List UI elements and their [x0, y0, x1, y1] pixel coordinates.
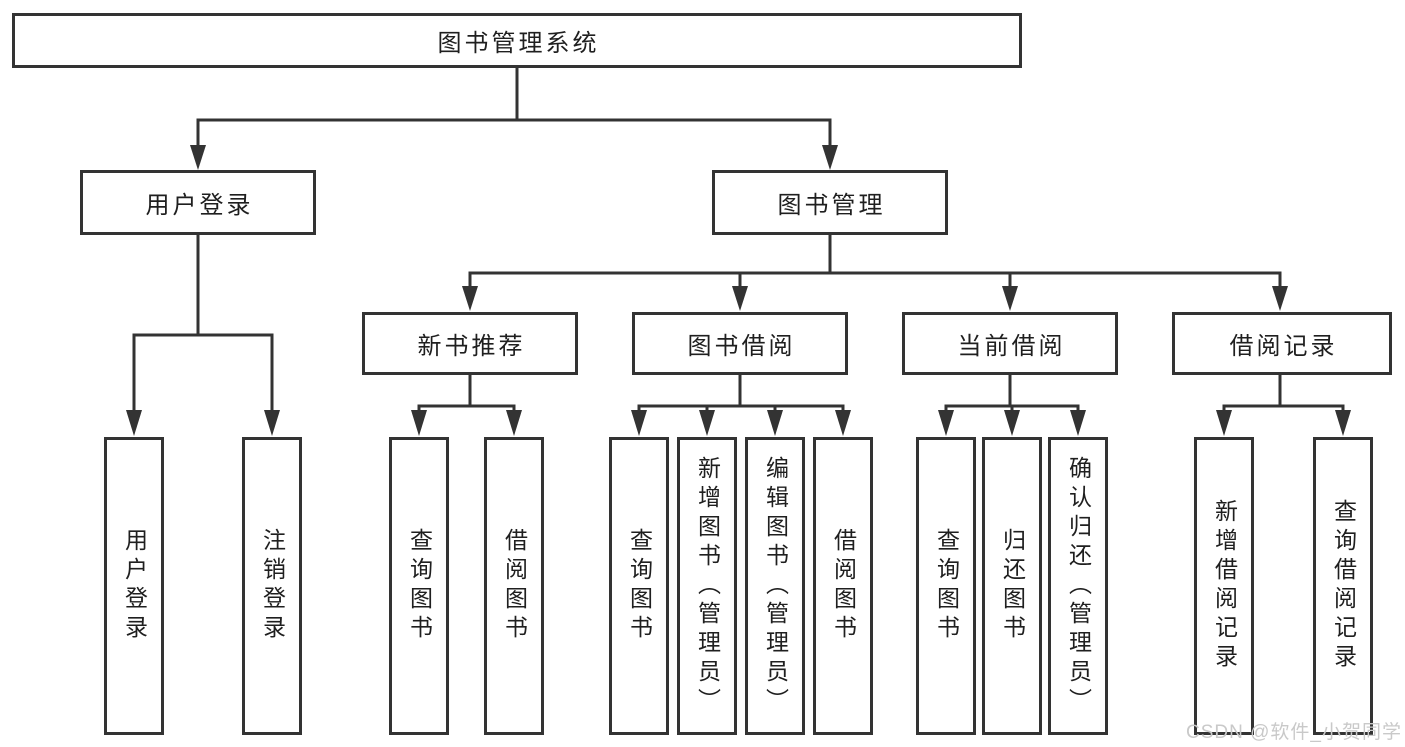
connector-book-management — [468, 235, 1282, 287]
node-new-book-recommend: 新书推荐 — [362, 312, 578, 375]
arrow-down-icon — [835, 410, 851, 436]
arrow-down-icon — [1216, 410, 1232, 436]
leaf-query-borrow-record: 查询借阅记录 — [1313, 437, 1373, 735]
leaf-return-books: 归还图书 — [982, 437, 1042, 735]
leaf-logout-label: 注销登录 — [259, 528, 286, 644]
connector-current-borrowing — [944, 375, 1080, 412]
leaf-user-login: 用户登录 — [104, 437, 164, 735]
watermark: CSDN @软件_小贺同学 — [1186, 722, 1402, 743]
leaf-edit-book-admin-label: 编辑图书（管理员） — [762, 455, 789, 717]
leaf-borrow-books: 借阅图书 — [813, 437, 873, 735]
leaf-query-borrow-record-label: 查询借阅记录 — [1330, 499, 1357, 673]
leaf-query-books-recommend-label: 查询图书 — [406, 528, 433, 644]
leaf-query-books-recommend: 查询图书 — [389, 437, 449, 735]
node-book-management-label: 图书管理 — [777, 192, 886, 219]
node-root-label: 图书管理系统 — [437, 30, 600, 57]
arrow-down-icon — [938, 410, 954, 436]
node-book-borrowing: 图书借阅 — [632, 312, 848, 375]
leaf-edit-book-admin: 编辑图书（管理员） — [745, 437, 805, 735]
leaf-borrow-books-recommend-label: 借阅图书 — [501, 528, 528, 644]
leaf-add-book-admin-label: 新增图书（管理员） — [694, 455, 721, 717]
leaf-query-books-current-label: 查询图书 — [933, 528, 960, 644]
arrow-down-icon — [699, 410, 715, 436]
connector-lines — [132, 68, 1345, 412]
leaf-query-books-borrowing: 查询图书 — [609, 437, 669, 735]
arrow-down-icon — [264, 410, 280, 436]
node-current-borrowing: 当前借阅 — [902, 312, 1118, 375]
leaf-confirm-return-admin: 确认归还（管理员） — [1048, 437, 1108, 735]
leaf-add-borrow-record: 新增借阅记录 — [1194, 437, 1254, 735]
arrow-down-icon — [1002, 286, 1018, 311]
node-book-borrowing-label: 图书借阅 — [687, 333, 796, 360]
node-root: 图书管理系统 — [12, 13, 1022, 68]
node-borrowing-records-label: 借阅记录 — [1229, 333, 1338, 360]
node-new-book-recommend-label: 新书推荐 — [417, 333, 526, 360]
arrow-down-icon — [767, 410, 783, 436]
leaf-borrow-books-recommend: 借阅图书 — [484, 437, 544, 735]
node-user-login: 用户登录 — [80, 170, 316, 235]
arrow-down-icon — [1335, 410, 1351, 436]
arrow-down-icon — [822, 145, 838, 170]
arrow-down-icon — [1070, 410, 1086, 436]
leaf-return-books-label: 归还图书 — [999, 528, 1026, 644]
leaf-confirm-return-admin-label: 确认归还（管理员） — [1065, 455, 1092, 717]
arrowheads — [126, 145, 1351, 436]
leaf-query-books-borrowing-label: 查询图书 — [626, 528, 653, 644]
arrow-down-icon — [631, 410, 647, 436]
connector-root — [196, 68, 832, 146]
leaf-query-books-current: 查询图书 — [916, 437, 976, 735]
node-current-borrowing-label: 当前借阅 — [957, 333, 1066, 360]
node-borrowing-records: 借阅记录 — [1172, 312, 1392, 375]
leaf-add-book-admin: 新增图书（管理员） — [677, 437, 737, 735]
arrow-down-icon — [411, 410, 427, 436]
node-user-login-label: 用户登录 — [145, 192, 254, 219]
connector-new-book-recommend — [417, 375, 516, 412]
leaf-user-login-label: 用户登录 — [121, 528, 148, 644]
arrow-down-icon — [190, 145, 206, 170]
leaf-borrow-books-label: 借阅图书 — [830, 528, 857, 644]
arrow-down-icon — [732, 286, 748, 311]
connector-borrowing-records — [1222, 375, 1345, 412]
arrow-down-icon — [506, 410, 522, 436]
connector-book-borrowing — [637, 375, 845, 412]
leaf-add-borrow-record-label: 新增借阅记录 — [1211, 499, 1238, 673]
arrow-down-icon — [1004, 410, 1020, 436]
connector-user-login — [132, 235, 274, 412]
arrow-down-icon — [126, 410, 142, 436]
node-book-management: 图书管理 — [712, 170, 948, 235]
arrow-down-icon — [462, 286, 478, 311]
arrow-down-icon — [1272, 286, 1288, 311]
leaf-logout: 注销登录 — [242, 437, 302, 735]
